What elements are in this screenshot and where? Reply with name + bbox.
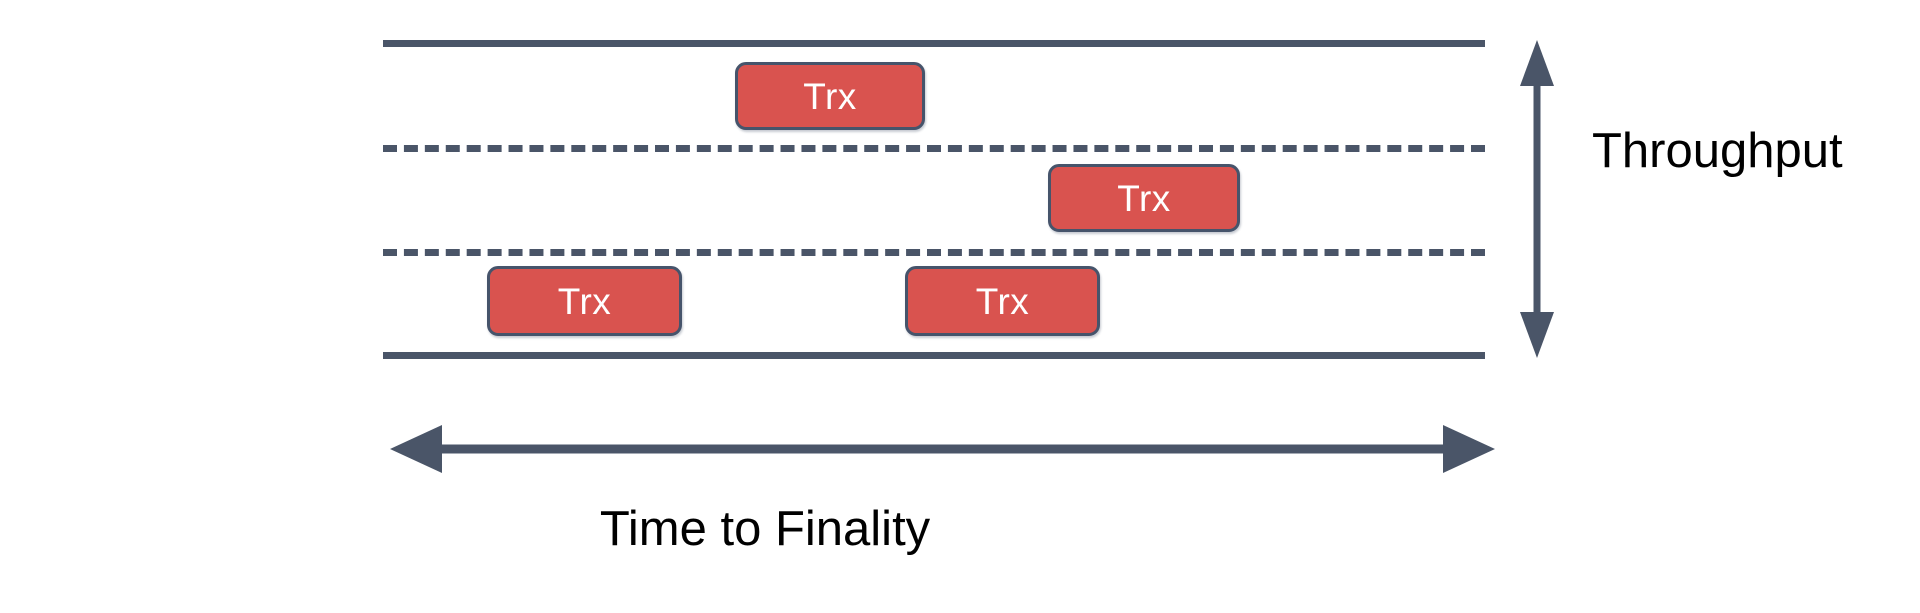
double-arrow-horizontal-icon (390, 425, 1495, 473)
transaction-block: Trx (487, 266, 682, 336)
double-arrow-vertical-icon (1520, 40, 1554, 358)
boundary-line-bottom (383, 352, 1485, 359)
time-axis-arrow (390, 415, 1495, 483)
transaction-label: Trx (803, 75, 857, 117)
transaction-block: Trx (905, 266, 1100, 336)
transaction-block: Trx (735, 62, 925, 130)
throughput-axis-label: Throughput (1592, 124, 1843, 178)
transaction-label: Trx (1117, 177, 1171, 219)
time-to-finality-axis-label: Time to Finality (599, 502, 931, 556)
boundary-line-middle-2 (383, 249, 1485, 256)
boundary-line-middle-1 (383, 145, 1485, 152)
transaction-label: Trx (557, 280, 612, 322)
boundary-line-top (383, 40, 1485, 47)
throughput-axis-arrow (1505, 40, 1569, 358)
transaction-label: Trx (975, 280, 1030, 322)
transaction-block: Trx (1048, 164, 1240, 232)
